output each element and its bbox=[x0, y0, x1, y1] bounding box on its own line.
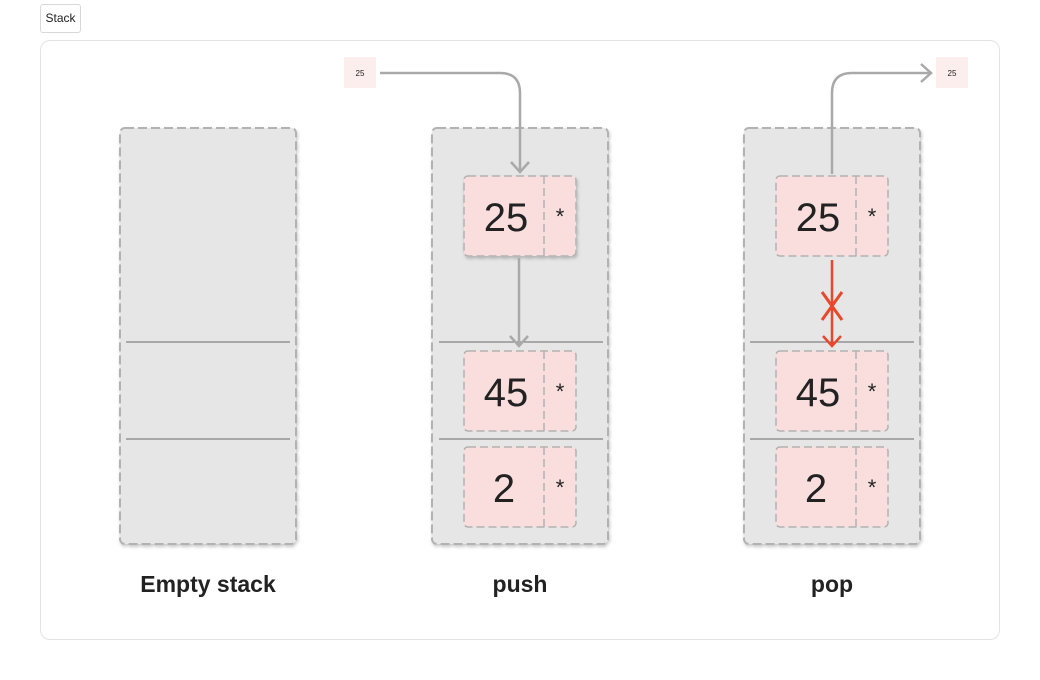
push-node: 2 * bbox=[463, 446, 577, 528]
pop-node: 45 * bbox=[775, 350, 889, 432]
pop-caption: pop bbox=[811, 571, 853, 597]
push-in-arrow bbox=[380, 71, 522, 172]
node-box bbox=[463, 175, 577, 257]
node-pointer: * bbox=[556, 379, 565, 404]
node-value: 2 bbox=[805, 467, 827, 511]
node-value: 45 bbox=[796, 371, 841, 415]
pop-stack: 25 25 * 45 * 2 * pop bbox=[743, 57, 968, 597]
empty-stack: Empty stack bbox=[119, 127, 297, 597]
pop-cut-arrowhead bbox=[822, 335, 842, 348]
frame-tab[interactable]: Stack bbox=[40, 4, 81, 33]
node-pointer: * bbox=[868, 204, 877, 229]
push-node: 45 * bbox=[463, 350, 577, 432]
pop-outgoing-box bbox=[936, 57, 968, 88]
node-box bbox=[775, 350, 889, 432]
pop-node: 25 * bbox=[775, 175, 889, 257]
pop-out-arrow bbox=[830, 71, 931, 174]
empty-stack-caption: Empty stack bbox=[140, 571, 276, 597]
push-caption: push bbox=[493, 571, 548, 597]
pop-node: 2 * bbox=[775, 446, 889, 528]
node-pointer: * bbox=[556, 204, 565, 229]
node-pointer: * bbox=[556, 475, 565, 500]
push-incoming-label: 25 bbox=[356, 69, 365, 78]
node-box bbox=[463, 446, 577, 528]
node-value: 45 bbox=[484, 371, 529, 415]
node-box bbox=[775, 446, 889, 528]
push-in-arrowhead bbox=[510, 161, 530, 174]
pop-out-arrowhead bbox=[920, 63, 933, 83]
empty-stack-container bbox=[119, 127, 297, 545]
push-link-arrowhead bbox=[509, 335, 529, 348]
node-value: 2 bbox=[493, 467, 515, 511]
node-value: 25 bbox=[484, 196, 529, 240]
push-node: 25 * bbox=[463, 175, 577, 257]
node-pointer: * bbox=[868, 475, 877, 500]
node-pointer: * bbox=[868, 379, 877, 404]
pop-outgoing-label: 25 bbox=[948, 69, 957, 78]
push-stack: 25 25 * 45 * 2 * push bbox=[344, 57, 609, 597]
push-incoming-box bbox=[344, 57, 376, 88]
node-value: 25 bbox=[796, 196, 841, 240]
cut-x-icon bbox=[820, 291, 844, 321]
node-box bbox=[463, 350, 577, 432]
node-box bbox=[775, 175, 889, 257]
